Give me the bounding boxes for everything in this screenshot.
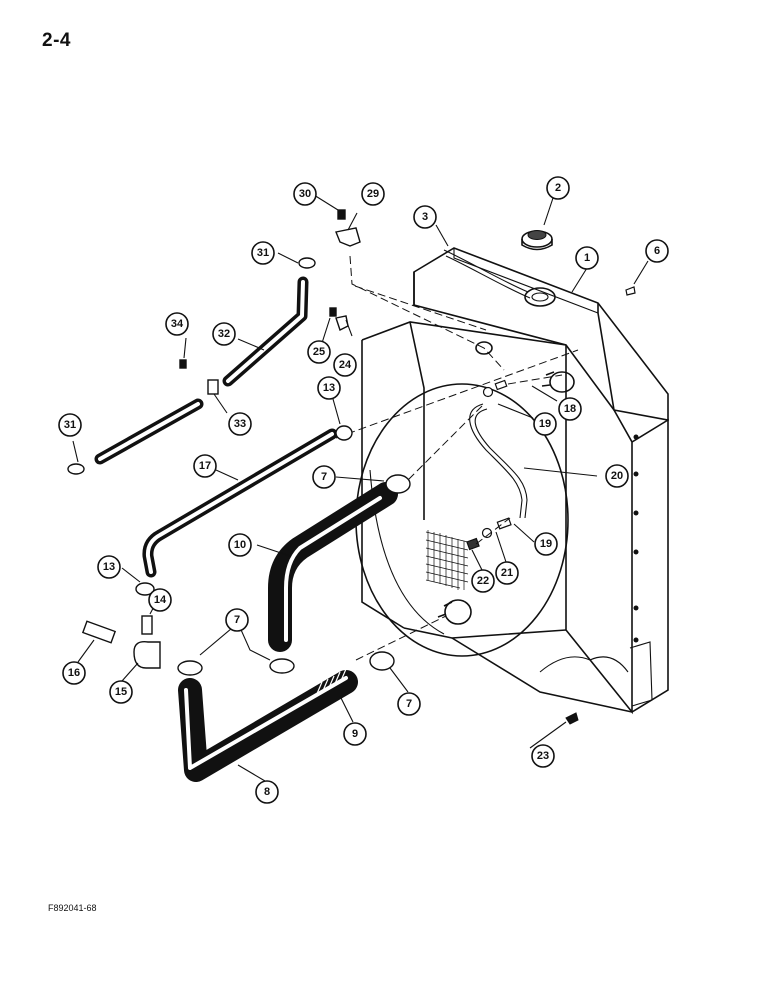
svg-text:25: 25 [313,346,325,358]
svg-text:7: 7 [321,471,327,483]
svg-text:15: 15 [115,686,127,698]
svg-text:29: 29 [367,188,379,200]
callout-13b: 13 [97,555,121,579]
callout-29: 29 [361,182,385,206]
svg-text:34: 34 [171,318,184,330]
callout-1: 1 [575,246,599,270]
callout-21: 21 [495,561,519,585]
callout-31b: 31 [58,413,82,437]
callout-22: 22 [471,569,495,593]
svg-text:9: 9 [352,728,358,740]
callout-23: 23 [531,744,555,768]
svg-text:10: 10 [234,539,246,551]
svg-text:13: 13 [103,561,115,573]
callout-18: 18 [558,397,582,421]
callout-15: 15 [109,680,133,704]
alignment-lines [335,255,579,661]
svg-text:22: 22 [477,575,489,587]
svg-text:19: 19 [540,538,552,550]
callout-3: 3 [413,205,437,229]
callout-30: 30 [293,182,317,206]
callout-24: 24 [333,353,357,377]
callout-14: 14 [148,588,172,612]
callout-7c: 7 [397,692,421,716]
svg-text:24: 24 [339,359,352,371]
callout-10: 10 [228,533,252,557]
callout-19a: 19 [533,412,557,436]
svg-text:18: 18 [564,403,576,415]
callout-31a: 31 [251,241,275,265]
callout-33: 33 [228,412,252,436]
svg-text:16: 16 [68,667,80,679]
radiator-assembly [355,230,669,725]
leader-lines [72,194,649,782]
figure-code: F892041-68 [48,903,97,913]
callout-17: 17 [193,454,217,478]
svg-text:1: 1 [584,252,590,264]
svg-text:31: 31 [257,247,269,259]
svg-text:32: 32 [218,328,230,340]
svg-text:33: 33 [234,418,246,430]
svg-text:14: 14 [154,594,167,606]
callout-2: 2 [546,176,570,200]
svg-text:13: 13 [323,382,335,394]
svg-text:20: 20 [611,470,623,482]
svg-text:7: 7 [406,698,412,710]
callout-9: 9 [343,722,367,746]
svg-text:23: 23 [537,750,549,762]
svg-text:21: 21 [501,567,513,579]
svg-text:8: 8 [264,786,270,798]
svg-text:2: 2 [555,182,561,194]
callout-20: 20 [605,464,629,488]
svg-text:7: 7 [234,614,240,626]
callout-7a: 7 [312,465,336,489]
page-number: 2-4 [42,30,71,51]
callout-8: 8 [255,780,279,804]
svg-text:30: 30 [299,188,311,200]
callout-19b: 19 [534,532,558,556]
svg-text:31: 31 [64,419,76,431]
callout-16: 16 [62,661,86,685]
callout-34: 34 [165,312,189,336]
svg-text:3: 3 [422,211,428,223]
hoses [94,276,398,782]
svg-text:6: 6 [654,245,660,257]
svg-text:19: 19 [539,418,551,430]
callout-25: 25 [307,340,331,364]
callout-7b: 7 [225,608,249,632]
callout-13a: 13 [317,376,341,400]
svg-text:17: 17 [199,460,211,472]
callout-32: 32 [212,322,236,346]
callout-6: 6 [645,239,669,263]
